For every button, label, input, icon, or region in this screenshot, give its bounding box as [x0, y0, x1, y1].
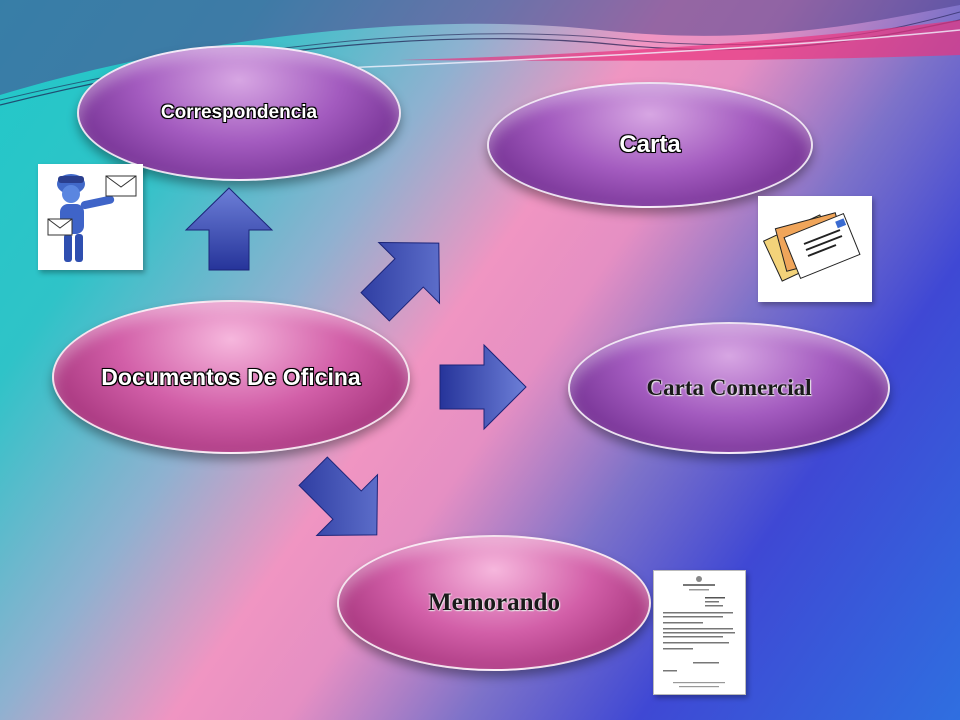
node-correspondencia: Correspondencia — [77, 45, 401, 181]
node-center-documentos: Documentos De Oficina — [52, 300, 410, 454]
arrow-right-icon — [439, 343, 527, 431]
arrow-up-icon — [184, 187, 274, 271]
node-carta: Carta — [487, 82, 813, 208]
node-label: Carta — [619, 131, 681, 158]
mail-carrier-icon — [38, 164, 143, 270]
letters-icon — [758, 196, 872, 302]
arrow-upright-icon — [360, 241, 441, 322]
node-label: Carta Comercial — [646, 375, 812, 400]
node-label: Memorando — [428, 589, 560, 616]
memo-document-icon — [653, 570, 746, 695]
center-label: Documentos De Oficina — [101, 363, 361, 390]
arrow-downright-icon — [298, 456, 379, 537]
node-memorando: Memorando — [337, 535, 651, 671]
node-carta-comercial: Carta Comercial — [568, 322, 890, 454]
node-label: Correspondencia — [160, 102, 318, 123]
